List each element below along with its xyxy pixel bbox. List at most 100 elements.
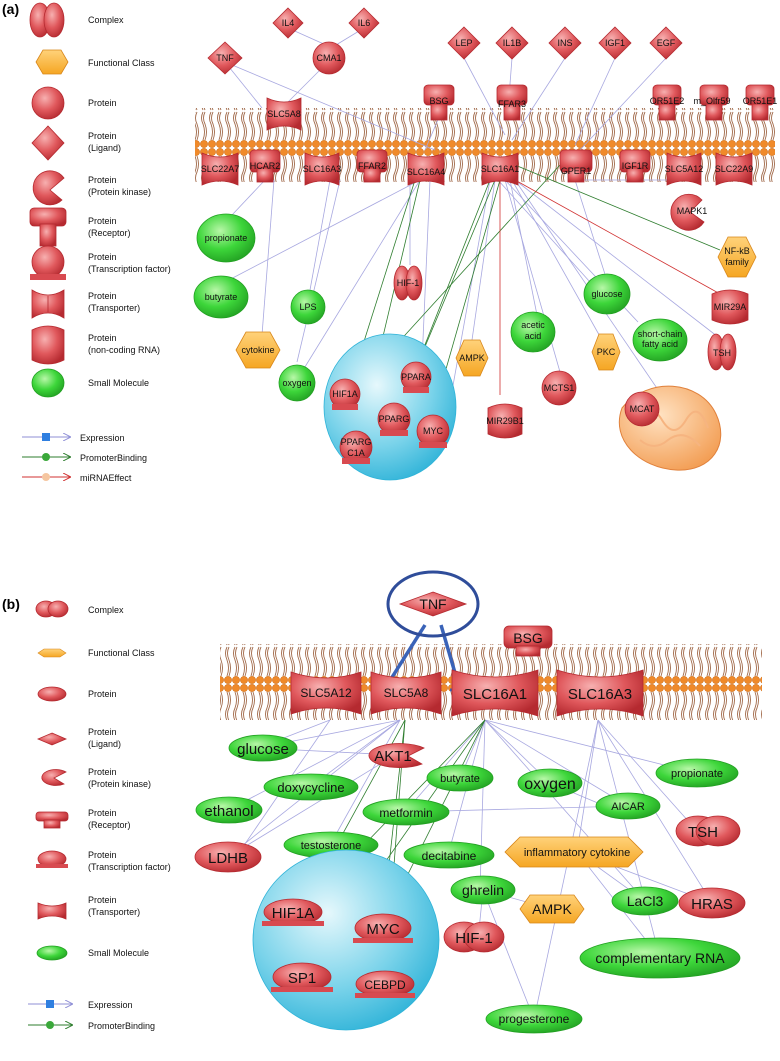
legend-kinase: Protein(Protein kinase) <box>88 767 151 789</box>
transporter-slc22a7: SLC22A7 <box>201 152 239 186</box>
svg-text:ethanol: ethanol <box>204 803 253 820</box>
panel-b-label: (b) <box>2 596 20 612</box>
legend-tf: Protein(Transcription factor) <box>88 252 171 274</box>
svg-text:oxygen: oxygen <box>282 378 311 388</box>
legend-ligand: Protein(Ligand) <box>88 131 121 153</box>
svg-text:glucose: glucose <box>591 289 622 299</box>
ligand-il1b: IL1B <box>495 26 529 60</box>
svg-text:doxycycline: doxycycline <box>277 780 344 795</box>
ligand-igf1: IGF1 <box>598 26 632 60</box>
svg-text:inflammatory cytokine: inflammatory cytokine <box>524 847 630 859</box>
fc-ampk: AMPK <box>455 339 489 377</box>
receptor-gper1: GPER1 <box>559 149 593 183</box>
receptors-a: BSG FFAR3 OR51E2 m_Olfr59 OR51E1 HCAR2 F… <box>249 84 778 183</box>
receptor-hcar2: HCAR2 <box>249 149 281 183</box>
receptor-bsg-b: BSG <box>503 625 553 657</box>
svg-text:TSH: TSH <box>713 348 731 358</box>
panel-a-label: (a) <box>2 1 19 17</box>
svg-text:FFAR2: FFAR2 <box>358 161 386 171</box>
protein-mcat: MCAT <box>624 391 660 427</box>
svg-text:CMA1: CMA1 <box>316 53 341 63</box>
svg-text:LPS: LPS <box>299 302 316 312</box>
svg-text:LDHB: LDHB <box>208 850 248 867</box>
receptor-or51e1: OR51E1 <box>743 84 778 121</box>
legend-functional-class: Functional Class <box>88 58 155 68</box>
sm-doxycycline: doxycycline <box>263 773 359 801</box>
legend-receptor: Protein(Receptor) <box>88 216 131 238</box>
ncrna-mir29b1: MIR29B1 <box>486 403 524 439</box>
transcription-factor-icon <box>30 245 66 280</box>
receptor-ffar2: FFAR2 <box>356 149 388 183</box>
kinase-akt1: AKT1 <box>368 743 425 768</box>
sm-glucose: glucose <box>228 734 298 762</box>
sm-complementary-rna: complementary RNA <box>579 937 741 979</box>
legend-tf: Protein(Transcription factor) <box>88 850 171 872</box>
fc-pkc: PKC <box>591 333 621 371</box>
svg-text:AMPK: AMPK <box>459 353 485 363</box>
tf-cebpd-b: CEBPD <box>355 970 415 998</box>
svg-text:BSG: BSG <box>429 96 448 106</box>
svg-text:HIF-1: HIF-1 <box>455 930 493 947</box>
svg-text:PPARA: PPARA <box>401 372 431 382</box>
svg-text:IGF1R: IGF1R <box>622 161 649 171</box>
ligand-ins: INS <box>548 26 582 60</box>
svg-text:HCAR2: HCAR2 <box>250 161 281 171</box>
svg-text:PPARG: PPARG <box>379 414 410 424</box>
sm-ethanol: ethanol <box>195 796 263 824</box>
svg-text:OR51E1: OR51E1 <box>743 96 778 106</box>
tf-myc-b: MYC <box>353 913 413 943</box>
legend-kinase: Protein(Protein kinase) <box>88 175 151 197</box>
ellipse-icon <box>37 686 67 702</box>
sm-lps: LPS <box>290 289 326 325</box>
svg-text:HRAS: HRAS <box>691 896 733 913</box>
protein-ldhb: LDHB <box>194 841 262 873</box>
ligand-egf: EGF <box>649 26 683 60</box>
sm-butyrate: butyrate <box>426 764 494 792</box>
transporter-icon <box>37 902 67 920</box>
complex-tsh: TSH <box>707 333 737 371</box>
protein-mcts1: MCTS1 <box>541 370 577 406</box>
svg-text:IL6: IL6 <box>358 18 371 28</box>
fc-cytokine: cytokine <box>235 331 281 369</box>
svg-text:IL4: IL4 <box>282 18 295 28</box>
receptor-icon <box>29 207 67 247</box>
svg-text:SP1: SP1 <box>288 970 316 987</box>
legend-protein: Protein <box>88 98 117 108</box>
svg-text:ghrelin: ghrelin <box>462 882 504 898</box>
hexagon-icon <box>37 648 67 658</box>
ligand-lep: LEP <box>447 26 481 60</box>
svg-text:SLC22A9: SLC22A9 <box>715 164 754 174</box>
tf-ppara: PPARA <box>400 361 432 393</box>
svg-text:progesterone: progesterone <box>499 1012 570 1026</box>
sm-lacl3: LaCl3 <box>611 886 679 916</box>
legend-b: Complex Functional Class Protein Protein… <box>28 600 171 1031</box>
legend-complex: Complex <box>88 605 124 615</box>
svg-text:AMPK: AMPK <box>532 901 572 917</box>
svg-text:HIF-1: HIF-1 <box>397 278 420 288</box>
small-molecules-a: propionate butyrate LPS oxygen glucose a… <box>193 213 688 402</box>
transporters-b: SLC5A12 SLC5A8 SLC16A1 SLC16A3 <box>290 669 644 717</box>
legend-ligand: Protein(Ligand) <box>88 727 121 749</box>
legend-small-molecule: Small Molecule <box>88 948 149 958</box>
panel-a: (a) Complex Functional Class Protein Pro… <box>2 1 777 483</box>
small-molecules-b: glucose doxycycline butyrate oxygen prop… <box>195 734 741 1034</box>
sm-decitabine: decitabine <box>403 841 495 869</box>
legend-promoter-binding: PromoterBinding <box>88 1021 155 1031</box>
legend-mirna-effect: miRNAEffect <box>80 473 132 483</box>
svg-text:MYC: MYC <box>423 426 444 436</box>
hexagon-icon <box>35 49 69 75</box>
legend-promoter-binding: PromoterBinding <box>80 453 147 463</box>
tf-sp1-b: SP1 <box>271 962 333 992</box>
svg-text:propionate: propionate <box>205 233 248 243</box>
svg-text:SLC16A3: SLC16A3 <box>568 686 632 703</box>
legend-transporter: Protein(Transporter) <box>88 291 140 313</box>
svg-text:BSG: BSG <box>513 630 543 646</box>
svg-text:decitabine: decitabine <box>422 849 477 863</box>
legend-functional-class: Functional Class <box>88 648 155 658</box>
